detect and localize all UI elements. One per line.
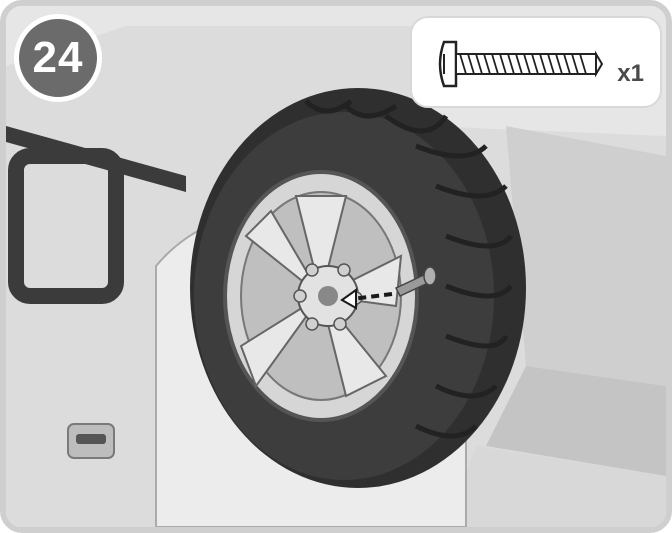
insertion-arrow bbox=[340, 288, 393, 310]
screw bbox=[394, 266, 437, 297]
step-number: 24 bbox=[32, 33, 84, 82]
step-number-badge: 24 bbox=[14, 14, 102, 102]
screw-icon bbox=[438, 40, 604, 88]
quantity-label: x1 bbox=[617, 60, 644, 87]
parts-callout: x1 bbox=[410, 16, 662, 108]
wheel bbox=[190, 88, 526, 488]
